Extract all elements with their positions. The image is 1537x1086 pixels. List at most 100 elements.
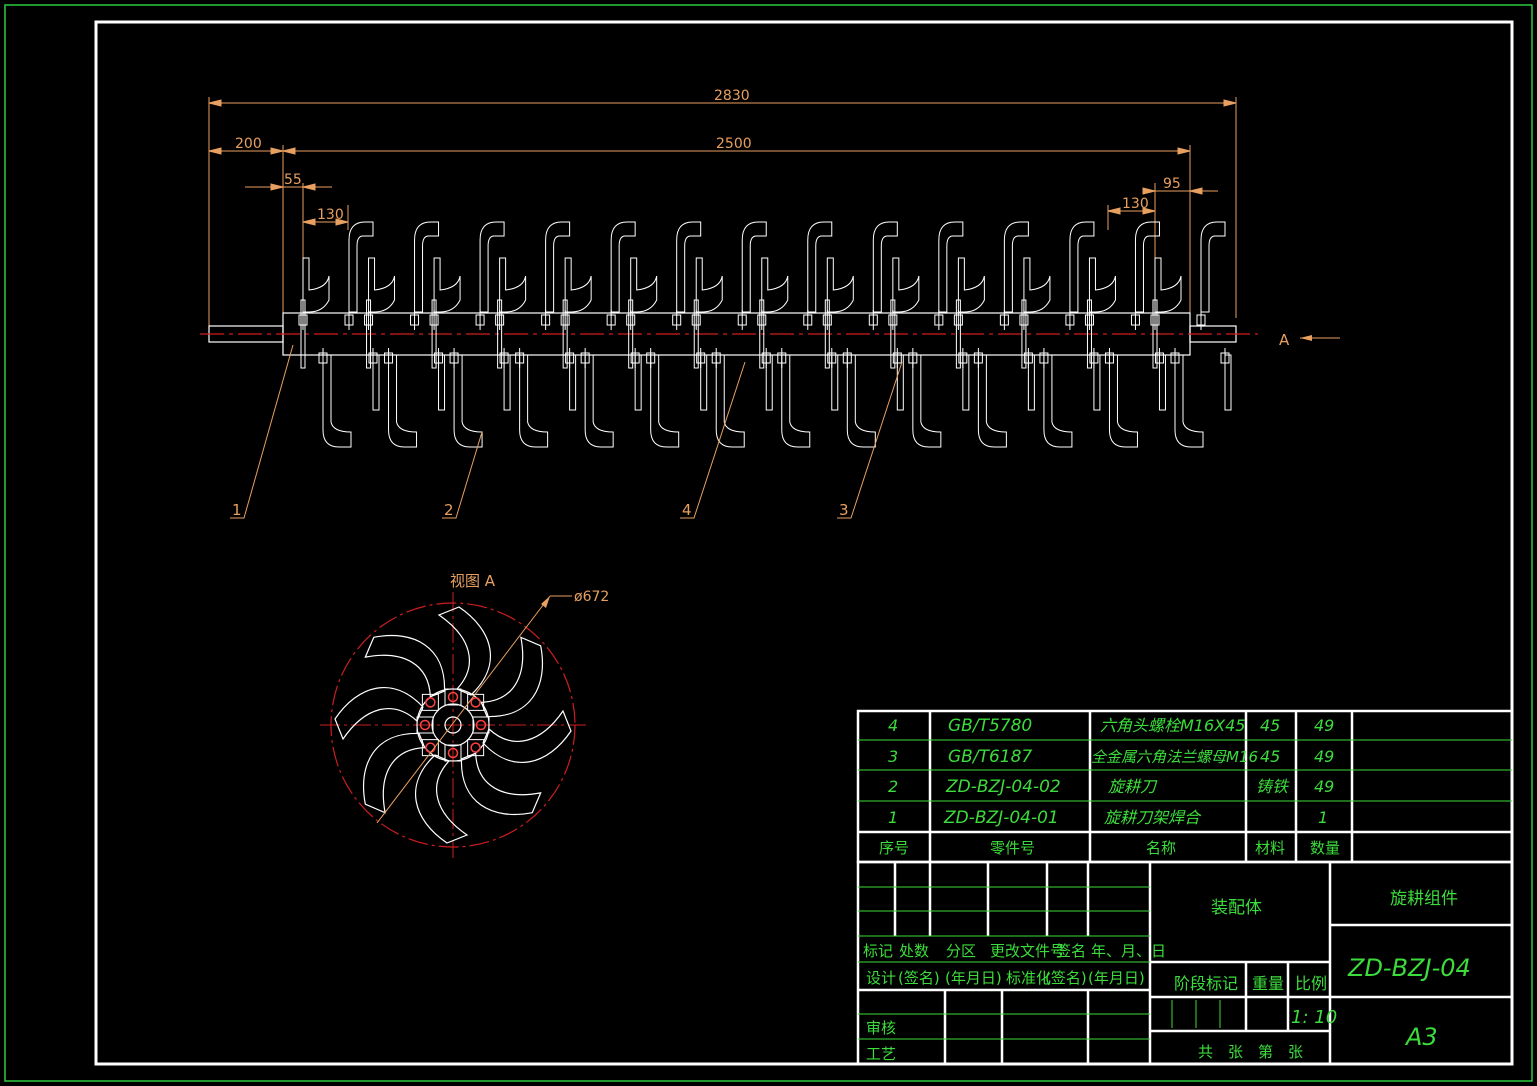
label-design-date: (年月日) xyxy=(945,969,1002,987)
blade-pair xyxy=(560,221,642,448)
paper-size: A3 xyxy=(1404,1023,1438,1051)
parts-row-2: 2 ZD-BZJ-04-02 旋耕刀 铸铁 49 xyxy=(888,777,1334,797)
blade-pair xyxy=(888,221,970,448)
label-review: 审核 xyxy=(866,1019,896,1037)
ratio-label: 比例 xyxy=(1295,974,1327,993)
label-process: 工艺 xyxy=(866,1045,896,1063)
view-a-blade xyxy=(364,634,446,698)
blade-pair xyxy=(626,221,708,448)
view-a-bolt xyxy=(416,716,434,734)
dimension-texts: 2830 2500 200 55 130 130 95 xyxy=(235,88,1181,223)
label-design-sign: (签名) xyxy=(898,969,940,987)
dim-right-offset: 95 xyxy=(1163,176,1181,192)
dim-overall-length: 2830 xyxy=(714,88,750,104)
part-qty: 49 xyxy=(1314,747,1334,766)
sheet-info: 共 张 第 张 xyxy=(1198,1043,1303,1061)
part-code: GB/T6187 xyxy=(948,747,1032,767)
part-no: 4 xyxy=(888,716,898,735)
stage-mark-label: 阶段标记 xyxy=(1174,974,1238,993)
parts-row-4: 4 GB/T5780 六角头螺栓M16X45 45 49 xyxy=(888,716,1334,736)
blade-pair xyxy=(822,221,904,448)
drawing-number: ZD-BZJ-04 xyxy=(1347,954,1471,982)
dim-blade-pitch-right: 130 xyxy=(1122,196,1149,212)
part-no: 3 xyxy=(888,747,898,766)
blade-group xyxy=(298,221,1232,448)
view-a-bolt xyxy=(444,744,462,762)
view-a-blade xyxy=(480,636,544,718)
blade-pair xyxy=(364,221,446,448)
view-a-blade xyxy=(437,606,492,696)
title-row-labels-2: 设计 (签名) (年月日) 标准化 (签名) (年月日) xyxy=(866,969,1145,987)
part-material: 铸铁 xyxy=(1256,777,1290,796)
dim-blade-pitch-left: 130 xyxy=(317,207,344,223)
label-count: 处数 xyxy=(899,942,929,960)
part-material: 45 xyxy=(1260,747,1280,766)
label-sign: 签名 xyxy=(1056,942,1086,960)
label-standard-date: (年月日) xyxy=(1088,969,1145,987)
dimensions xyxy=(208,97,1237,340)
view-a-title: 视图 A xyxy=(450,572,496,590)
header-material: 材料 xyxy=(1255,839,1285,857)
part-name: 旋耕刀架焊合 xyxy=(1104,808,1202,827)
balloon-4: 4 xyxy=(682,501,692,519)
part-name: 旋耕刀 xyxy=(1108,777,1158,796)
blade-pair xyxy=(757,221,839,448)
view-a-bolts xyxy=(416,688,490,762)
leaders xyxy=(230,344,903,519)
part-name: 六角头螺栓M16X45 xyxy=(1100,716,1246,735)
view-a-blade xyxy=(334,686,424,741)
blade-pair xyxy=(495,221,577,448)
scale-value: 1: 10 xyxy=(1291,1007,1337,1028)
dim-working-width: 2500 xyxy=(716,136,752,152)
label-change-doc: 更改文件号 xyxy=(990,942,1065,960)
part-no: 2 xyxy=(888,777,898,796)
part-code: GB/T5780 xyxy=(948,716,1032,736)
blade-pair xyxy=(1084,221,1166,448)
view-a-bolt xyxy=(467,739,485,757)
drawing-title: 旋耕组件 xyxy=(1390,889,1458,909)
view-a-bolt xyxy=(421,693,439,711)
view-a-bolt xyxy=(444,688,462,706)
header-code: 零件号 xyxy=(990,839,1035,857)
view-a-blades xyxy=(334,606,572,844)
balloon-labels: 1 2 4 3 xyxy=(232,501,849,519)
dim-diameter: ø672 xyxy=(574,589,609,605)
parts-row-3: 3 GB/T6187 全金属六角法兰螺母M16 45 49 xyxy=(888,747,1334,767)
label-mark: 标记 xyxy=(863,942,893,960)
part-code: ZD-BZJ-04-02 xyxy=(945,777,1061,797)
balloon-1: 1 xyxy=(232,501,242,519)
blade-pair xyxy=(691,221,773,448)
label-design: 设计 xyxy=(866,969,896,987)
part-qty: 49 xyxy=(1314,777,1334,796)
part-qty: 49 xyxy=(1314,716,1334,735)
part-qty: 1 xyxy=(1318,808,1328,827)
blade-pair xyxy=(953,221,1035,448)
blade-pair xyxy=(298,221,380,448)
part-code: ZD-BZJ-04-01 xyxy=(943,808,1059,828)
dim-left-offset: 55 xyxy=(284,172,302,188)
parts-row-1: 1 ZD-BZJ-04-01 旋耕刀架焊合 1 xyxy=(888,808,1328,828)
dim-left-shaft: 200 xyxy=(235,136,262,152)
outer-border xyxy=(4,4,1533,1082)
label-standard-sign: (签名) xyxy=(1045,969,1087,987)
assembly-type: 装配体 xyxy=(1211,898,1262,918)
label-zone: 分区 xyxy=(946,942,976,960)
view-arrow: A xyxy=(1279,331,1340,349)
weight-label: 重量 xyxy=(1252,974,1284,993)
part-name: 全金属六角法兰螺母M16 xyxy=(1091,748,1258,766)
header-qty: 数量 xyxy=(1310,839,1340,857)
balloon-2: 2 xyxy=(444,501,454,519)
drawing-frame xyxy=(94,20,1514,1066)
shaft-hole xyxy=(444,716,462,734)
part-material: 45 xyxy=(1260,716,1280,735)
blade-pair xyxy=(429,221,511,448)
part-no: 1 xyxy=(888,808,898,827)
header-no: 序号 xyxy=(879,839,909,857)
blade-pair xyxy=(1019,221,1101,448)
view-a-blade xyxy=(460,752,542,816)
label-date: 年、月、日 xyxy=(1091,942,1166,960)
parts-list: 4 GB/T5780 六角头螺栓M16X45 45 49 3 GB/T6187 … xyxy=(856,709,1514,864)
parts-header: 序号 零件号 名称 材料 数量 xyxy=(879,839,1340,857)
title-block: 标记 处数 分区 更改文件号 签名 年、月、日 设计 (签名) (年月日) 标准… xyxy=(856,860,1514,1066)
